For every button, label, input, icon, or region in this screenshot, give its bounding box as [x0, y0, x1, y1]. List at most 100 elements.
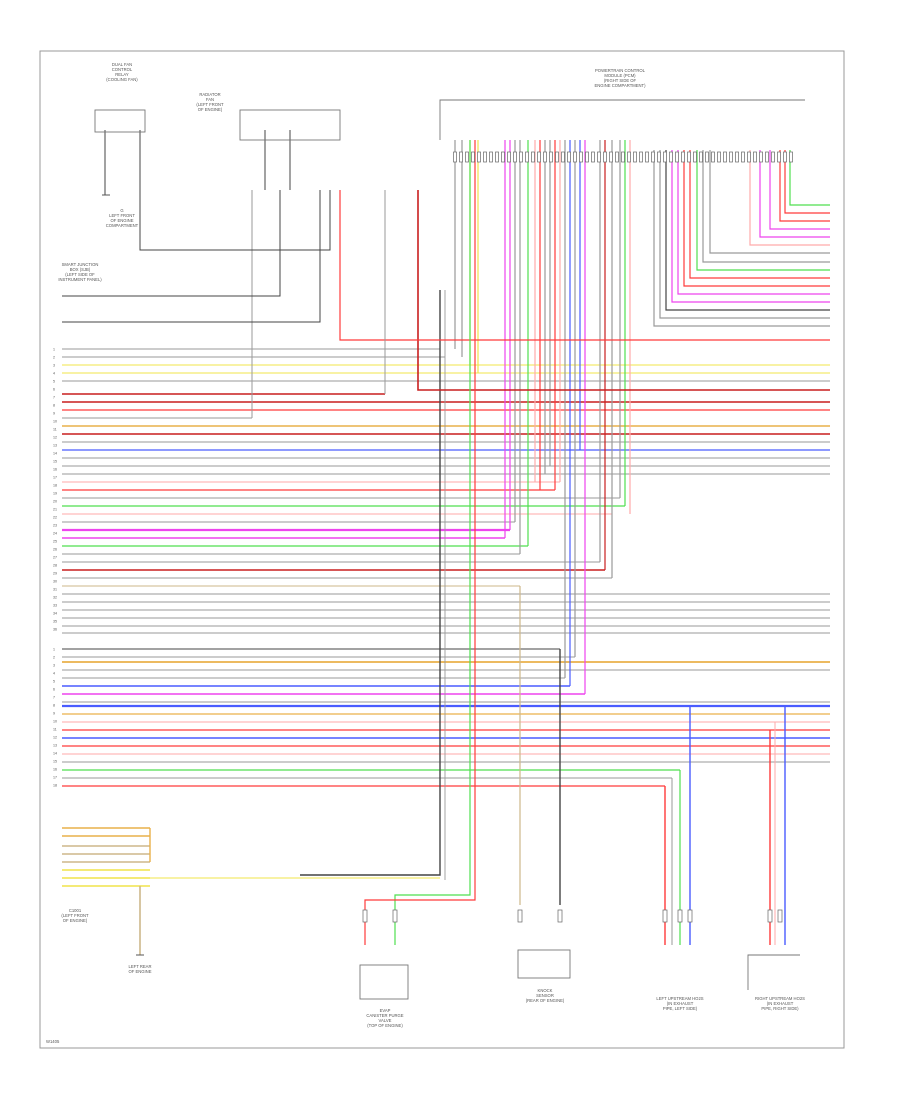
component-layer — [94, 99, 805, 1000]
connector-pin — [459, 151, 463, 163]
bottom-ground-1-label-line: LEFT REAR — [129, 964, 152, 969]
wire — [683, 150, 830, 287]
pin-number: 2 — [53, 356, 55, 360]
connector-pin — [507, 151, 511, 163]
connector-pin — [747, 151, 751, 163]
connector-pin — [543, 151, 547, 163]
wire — [62, 190, 281, 297]
bottom-comp-2-label-line: EVAP — [380, 1008, 391, 1013]
pin-number: 20 — [53, 500, 57, 504]
connector-pin — [555, 151, 559, 163]
wire — [364, 140, 476, 945]
pin-number: 34 — [53, 612, 57, 616]
connector-pin — [675, 151, 679, 163]
bottom-comp-box — [359, 964, 409, 1000]
connector-pin — [765, 151, 769, 163]
connector-pin — [483, 151, 487, 163]
connector-pin — [639, 151, 643, 163]
pin-number: 1 — [53, 648, 55, 652]
pin-number: 9 — [53, 412, 55, 416]
connector-pin — [777, 151, 781, 163]
pcm-header-label-line: MODULE (PCM) — [604, 73, 636, 78]
radiator-fan-label-line: RADIATOR — [199, 92, 220, 97]
pin-number: 25 — [53, 540, 57, 544]
connector-pin — [615, 151, 619, 163]
pin-number: 7 — [53, 396, 55, 400]
bottom-comp-2-label-line: CANISTER PURGE — [366, 1013, 403, 1018]
pin-number: 4 — [53, 672, 55, 676]
wire — [139, 130, 331, 251]
wire — [696, 150, 830, 271]
connector-pin — [717, 151, 721, 163]
pin-number: 36 — [53, 628, 57, 632]
pcm-header-label-line: POWERTRAIN CONTROL — [595, 68, 646, 73]
connector-pin — [741, 151, 745, 163]
bottom-comp-5-label-line: (IN EXHAUST — [767, 1001, 794, 1006]
wire-layer — [62, 130, 830, 955]
connector-pin — [771, 151, 775, 163]
connector-pin — [597, 151, 601, 163]
connector-pin — [549, 151, 553, 163]
connector-pin — [681, 151, 685, 163]
fuse-box-label-line: INSTRUMENT PANEL) — [58, 277, 102, 282]
connector-pin — [777, 909, 783, 923]
connector-block-label-line: C1001 — [69, 908, 82, 913]
pin-number: 19 — [53, 492, 57, 496]
connector-pin — [753, 151, 757, 163]
fan-relay-label-line: RELAY — [115, 72, 129, 77]
connector-pin — [677, 909, 683, 923]
pin-number: 22 — [53, 516, 57, 520]
label-layer: 1234567891011121314151617181920212223242… — [53, 62, 805, 1028]
pin-number: 10 — [53, 720, 57, 724]
pin-number: 12 — [53, 436, 57, 440]
connector-pin — [525, 151, 529, 163]
connector-pin — [789, 151, 793, 163]
connector-pin — [783, 151, 787, 163]
pin-number: 18 — [53, 484, 57, 488]
connector-pin — [759, 151, 763, 163]
pin-number: 35 — [53, 620, 57, 624]
wire — [653, 150, 830, 327]
connector-pin — [513, 151, 517, 163]
pcm-header-label-line: (RIGHT SIDE OF — [604, 78, 637, 83]
wire — [659, 150, 830, 319]
pin-number: 27 — [53, 556, 57, 560]
wire — [671, 150, 830, 303]
pin-number: 32 — [53, 596, 57, 600]
wire — [339, 190, 830, 341]
pin-number: 17 — [53, 776, 57, 780]
wire — [677, 150, 830, 295]
pin-number: 11 — [53, 428, 57, 432]
pin-number: 17 — [53, 476, 57, 480]
pin-number: 12 — [53, 736, 57, 740]
connector-pin — [362, 909, 368, 923]
wire — [702, 150, 830, 263]
pin-number: 21 — [53, 508, 57, 512]
bottom-comp-3-label-line: (REAR OF ENGINE) — [526, 998, 565, 1003]
connector-pin — [579, 151, 583, 163]
connector-pin — [489, 151, 493, 163]
fan-relay-label-line: (COOLING FAN) — [106, 77, 138, 82]
fan-relay-label-line: CONTROL — [112, 67, 133, 72]
wire — [779, 150, 830, 222]
pcm-header-label-line: ENGINE COMPARTMENT) — [594, 83, 646, 88]
connector-pin — [693, 151, 697, 163]
connector-pin — [699, 151, 703, 163]
wire — [789, 150, 830, 206]
pin-number: 11 — [53, 728, 57, 732]
pin-number: 30 — [53, 580, 57, 584]
pin-number: 8 — [53, 704, 55, 708]
pin-number: 14 — [53, 752, 57, 756]
connector-pin — [567, 151, 571, 163]
pin-number: 26 — [53, 548, 57, 552]
knock-sensor-box — [517, 949, 571, 979]
connector-pin — [687, 151, 691, 163]
ground-g1-label-line: G — [120, 208, 123, 213]
fan-relay-box — [94, 109, 146, 133]
